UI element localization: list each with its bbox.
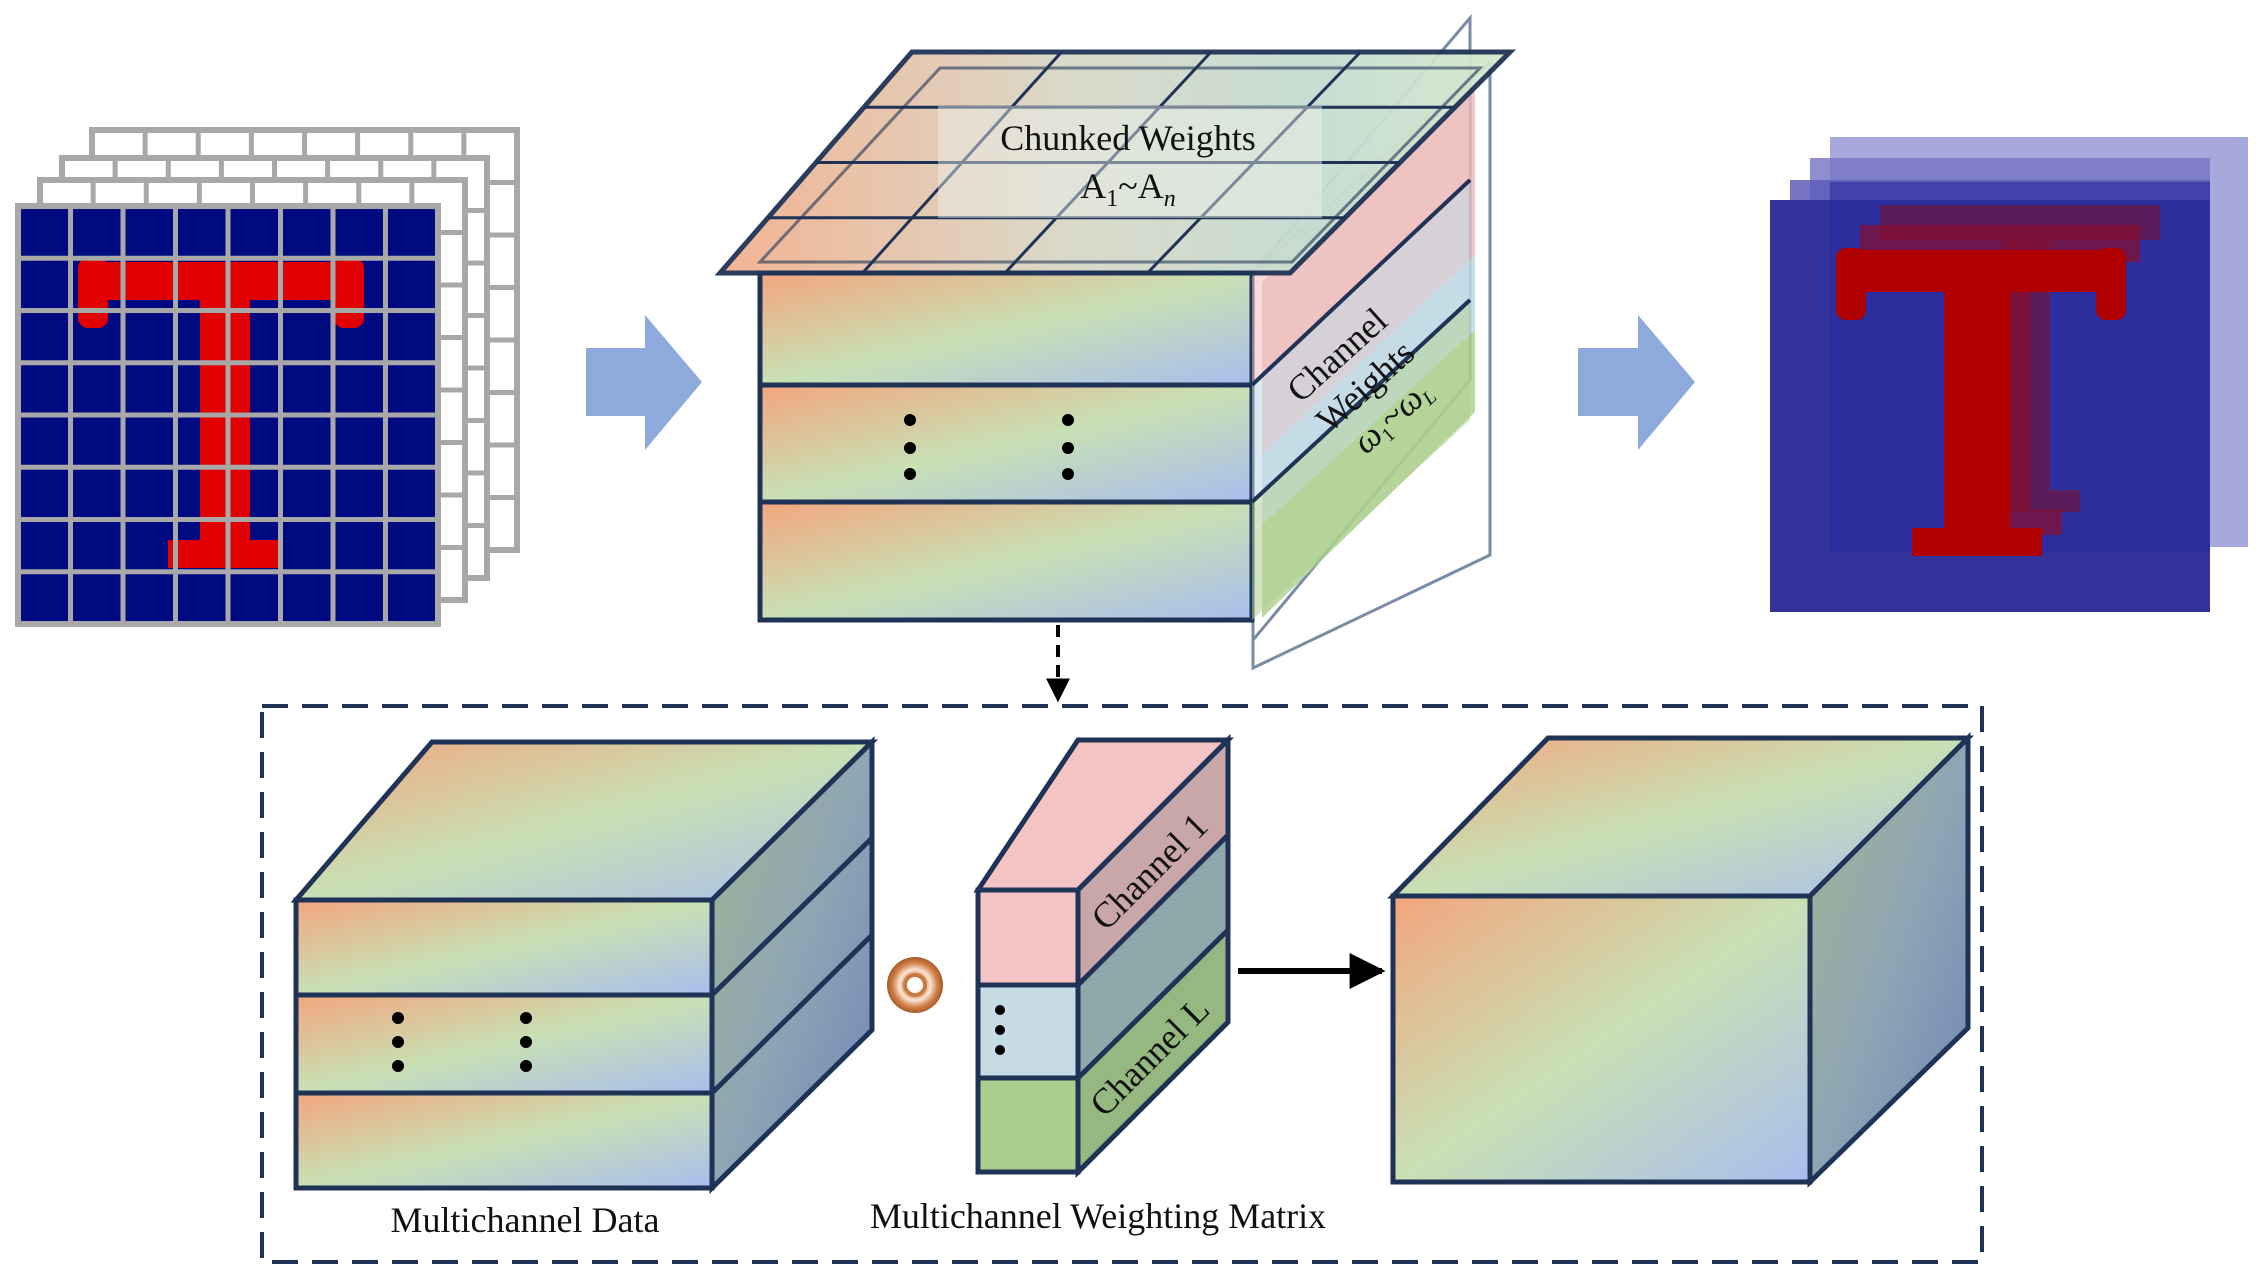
input-image-stack: T (15, 127, 520, 627)
multichannel-data-cube (290, 736, 879, 1194)
data-cube-ellipsis-dots (392, 1012, 532, 1072)
output-letter-t-shape (1840, 250, 2120, 556)
chunked-weights-label: Chunked Weights (1000, 118, 1255, 158)
flow-arrow-right-1 (586, 315, 702, 450)
data-cube-layer-1 (293, 897, 715, 998)
center-layer-3 (757, 499, 1255, 623)
center-layer-1 (757, 270, 1255, 388)
weighting-matrix-caption: Multichannel Weighting Matrix (870, 1196, 1326, 1236)
data-cube-layer-3 (293, 1090, 715, 1191)
center-block-front-face (757, 270, 1255, 623)
weighted-output-cube (1387, 731, 1975, 1188)
weighting-ellipsis-dots (995, 1005, 1005, 1055)
weighting-channel-mid-cell (975, 982, 1081, 1081)
center-feature-block (714, 13, 1517, 671)
hadamard-product-icon (887, 957, 943, 1013)
flow-arrow-right-2 (1578, 315, 1695, 450)
center-ellipsis-dots (904, 414, 1074, 480)
center-block-side-face (1250, 75, 1472, 620)
output-cube-front (1390, 893, 1813, 1185)
center-layer-2 (757, 382, 1255, 505)
weighting-channel-1-cell (975, 887, 1081, 988)
data-cube-layer-2 (293, 992, 715, 1096)
output-image-stack: T (1770, 137, 2248, 612)
weighting-matrix-column (973, 733, 1235, 1179)
multichannel-data-caption: Multichannel Data (391, 1200, 660, 1240)
weighting-channel-l-cell (975, 1075, 1081, 1175)
chunked-weights-range: A1~An (1080, 166, 1175, 212)
chunked-weights-sheet (714, 49, 1517, 276)
chunked-weights-label-backing (938, 106, 1322, 218)
input-image-front: T (15, 203, 441, 627)
detail-dashed-frame (260, 704, 1984, 1264)
